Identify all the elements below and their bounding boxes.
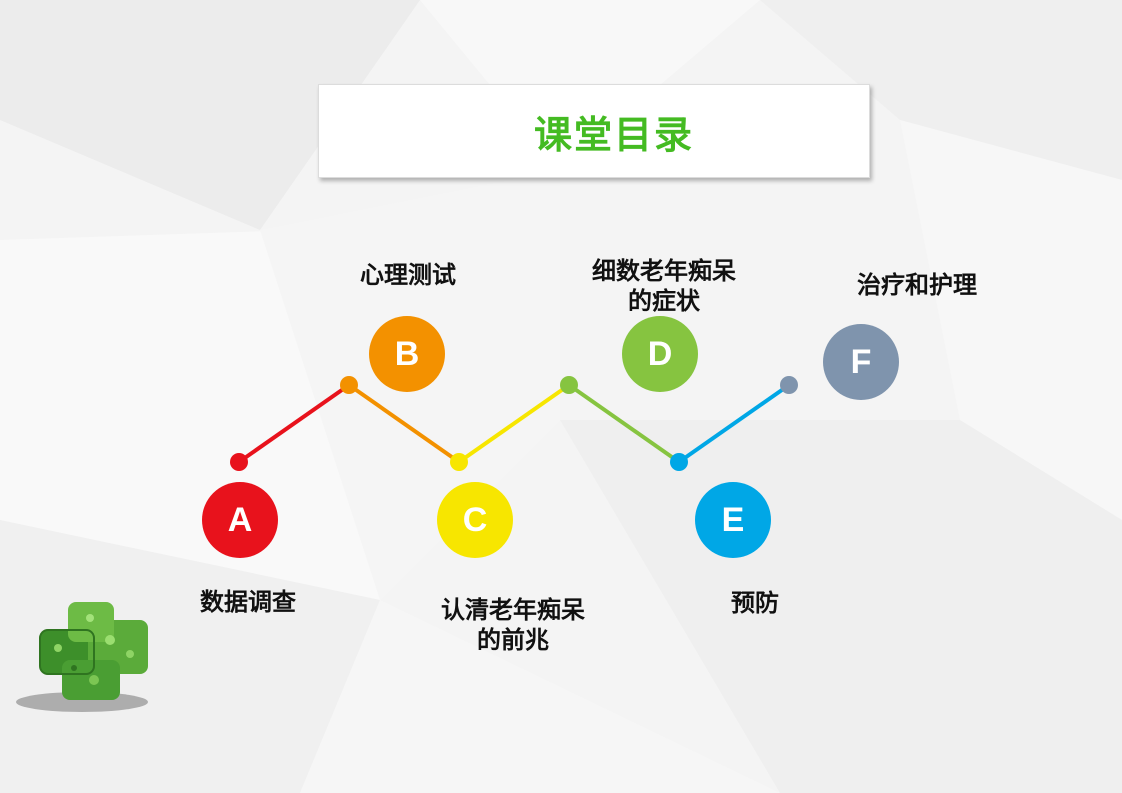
connector-segment-1 — [237, 383, 351, 464]
node-circle-f[interactable]: F — [823, 324, 899, 400]
node-letter: F — [850, 342, 872, 381]
node-circle-b[interactable]: B — [369, 316, 445, 392]
connector-dot-a — [230, 453, 248, 471]
node-circle-d[interactable]: D — [622, 316, 698, 392]
node-letter: E — [721, 500, 745, 539]
page-title: 课堂目录 — [533, 112, 694, 157]
connector-segment-2 — [347, 383, 461, 464]
connector-dot-c — [450, 453, 468, 471]
node-circle-e[interactable]: E — [695, 482, 771, 558]
node-letter: B — [394, 334, 420, 373]
green-leafy-cross-icon — [16, 602, 148, 712]
connector-segment-3 — [457, 383, 571, 464]
node-label-c: 认清老年痴呆的前兆 — [441, 596, 585, 654]
node-label-f: 治疗和护理 — [857, 271, 977, 299]
connector-segment-5 — [677, 383, 791, 464]
connector-dot-d — [560, 376, 578, 394]
node-circle-a[interactable]: A — [202, 482, 278, 558]
title-box: 课堂目录 — [318, 84, 870, 178]
node-label-d: 细数老年痴呆的症状 — [592, 257, 736, 315]
connector-segment-4 — [567, 383, 681, 464]
node-label-e: 预防 — [731, 589, 779, 617]
node-label-a: 数据调查 — [200, 588, 296, 616]
connector-dot-f — [780, 376, 798, 394]
connector-dot-e — [670, 453, 688, 471]
node-letter: C — [462, 500, 488, 539]
node-label-b: 心理测试 — [360, 261, 456, 289]
node-letter: A — [227, 500, 253, 539]
connector-dot-b — [340, 376, 358, 394]
node-circle-c[interactable]: C — [437, 482, 513, 558]
node-letter: D — [647, 334, 673, 373]
